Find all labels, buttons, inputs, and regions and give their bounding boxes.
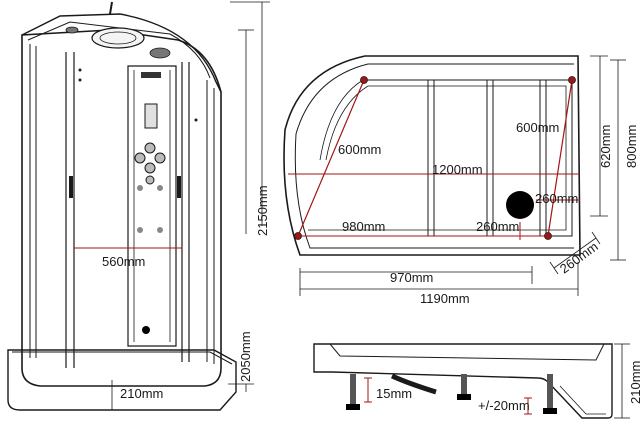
shower-tray: [7, 349, 237, 411]
leg-gap-label: 15mm: [376, 386, 412, 401]
drain-offset-right-label: 260mm: [535, 191, 578, 206]
span-inner-label: 1200mm: [432, 162, 483, 177]
jet-3: [154, 152, 166, 164]
leg-1: [346, 374, 360, 410]
jet-9: [157, 227, 163, 233]
diagonal-left-label: 600mm: [338, 142, 381, 157]
leg-2: [457, 374, 471, 400]
jet-7: [157, 185, 163, 191]
jet-6: [137, 185, 143, 191]
plan-dimensions: 600mm 600mm 1200mm 260mm 980mm 260mm 620…: [299, 55, 639, 306]
corner-point-4: [544, 232, 552, 240]
rain-shower-head: [91, 27, 145, 49]
waste-pipe: [390, 373, 437, 395]
corner-offset-label: 260mm: [557, 239, 601, 277]
front-inner-label: 980mm: [342, 219, 385, 234]
control-panel: [144, 103, 158, 129]
depth-inner-label: 620mm: [598, 125, 613, 168]
section-height-label: 210mm: [628, 361, 643, 404]
corner-point-1: [360, 76, 368, 84]
corner-point-2: [568, 76, 576, 84]
tray-section: 15mm +/-20mm 210mm: [313, 343, 643, 419]
roof-speaker: [149, 47, 171, 59]
jet-1: [144, 142, 156, 154]
depth-overall-label: 800mm: [624, 125, 639, 168]
drain-offset-front-label: 260mm: [476, 219, 519, 234]
jet-8: [137, 227, 143, 233]
roof-inner: [27, 21, 211, 79]
plan-view: [283, 55, 581, 256]
right-door-handle: [177, 176, 181, 198]
diagonal-right-label: 600mm: [516, 120, 559, 135]
control-column: [127, 65, 177, 347]
tray-profile: [313, 343, 613, 419]
jet-4: [144, 162, 156, 174]
roof: [21, 13, 222, 93]
width-inner-label: 970mm: [390, 270, 433, 285]
cabin-outline: [21, 29, 222, 387]
tray-height-label: 210mm: [120, 386, 163, 401]
jet-5: [145, 175, 155, 185]
floor-drain: [142, 326, 150, 334]
front-view: [7, 1, 237, 411]
leg-adjust-label: +/-20mm: [478, 398, 530, 413]
corner-point-3: [294, 232, 302, 240]
roof-light: [65, 26, 79, 34]
height-overall-label: 2150mm: [255, 185, 270, 236]
front-dimensions: 2150mm 2050mm 560mm 210mm: [74, 1, 270, 410]
door-width-label: 560mm: [102, 254, 145, 269]
width-overall-label: 1190mm: [420, 291, 470, 306]
plan-outline: [283, 55, 581, 256]
plan-drain: [506, 191, 534, 219]
jet-2: [134, 152, 146, 164]
left-door-handle: [69, 176, 73, 198]
height-to-tray-label: 2050mm: [238, 331, 253, 382]
leg-3: [543, 374, 557, 414]
